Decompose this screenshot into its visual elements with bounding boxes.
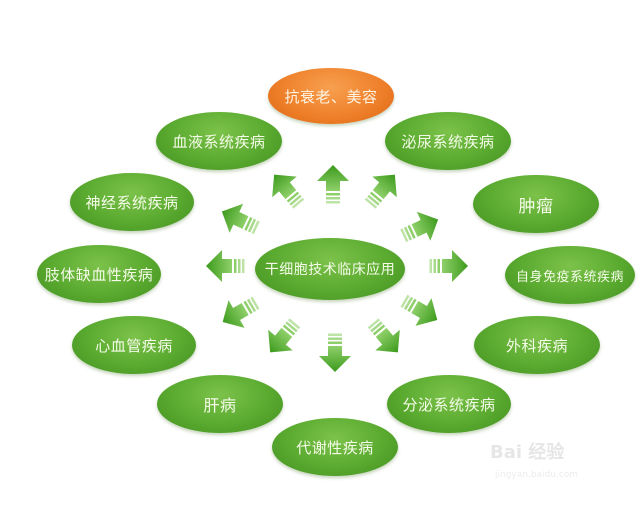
node-label: 泌尿系统疾病 bbox=[401, 132, 495, 151]
node-label: 神经系统疾病 bbox=[85, 193, 179, 212]
node-blood: 血液系统疾病 bbox=[156, 112, 282, 170]
arrow-left-icon bbox=[206, 250, 245, 282]
node-endocrine: 分泌系统疾病 bbox=[387, 375, 511, 433]
node-nervous: 神经系统疾病 bbox=[70, 173, 194, 231]
node-autoimmune: 自身免疫系统疾病 bbox=[505, 246, 635, 304]
node-anti-aging: 抗衰老、美容 bbox=[268, 68, 394, 124]
arrow-down-right-icon bbox=[360, 312, 411, 363]
arrow-down-left-icon bbox=[257, 312, 308, 363]
arrow-down-icon bbox=[319, 333, 351, 372]
node-metabolic: 代谢性疾病 bbox=[272, 418, 398, 476]
node-label: 肿瘤 bbox=[518, 196, 554, 217]
arrow-up-left-icon bbox=[261, 164, 312, 215]
arrow-right-up-icon bbox=[396, 205, 445, 251]
arrow-right-down-icon bbox=[395, 286, 446, 334]
node-label: 自身免疫系统疾病 bbox=[515, 269, 624, 285]
arrow-left-down-icon bbox=[214, 288, 265, 336]
node-urinary: 泌尿系统疾病 bbox=[385, 112, 511, 170]
node-label: 代谢性疾病 bbox=[296, 438, 374, 457]
node-limb-ischemia: 肢体缺血性疾病 bbox=[37, 245, 161, 303]
watermark-logo: Bai 经验 bbox=[490, 442, 565, 463]
node-label: 血液系统疾病 bbox=[172, 132, 266, 151]
node-label: 抗衰老、美容 bbox=[284, 87, 378, 106]
node-center: 干细胞技术临床应用 bbox=[255, 238, 405, 300]
node-label: 肢体缺血性疾病 bbox=[44, 265, 154, 284]
arrow-up-icon bbox=[317, 165, 349, 204]
node-cardiovascular: 心血管疾病 bbox=[72, 316, 196, 374]
node-label: 心血管疾病 bbox=[95, 336, 173, 355]
node-label: 外科疾病 bbox=[505, 336, 568, 355]
arrow-right-icon bbox=[429, 250, 468, 282]
node-surgical: 外科疾病 bbox=[474, 316, 600, 374]
center-label: 干细胞技术临床应用 bbox=[264, 262, 396, 278]
node-liver: 肝病 bbox=[157, 375, 283, 433]
arrow-up-right-icon bbox=[357, 164, 408, 215]
watermark-url: jingyan.baidu.com bbox=[495, 470, 579, 480]
node-label: 肝病 bbox=[203, 396, 237, 415]
arrow-left-up-icon bbox=[215, 197, 264, 243]
node-label: 分泌系统疾病 bbox=[402, 395, 496, 414]
node-tumor: 肿瘤 bbox=[473, 175, 599, 233]
